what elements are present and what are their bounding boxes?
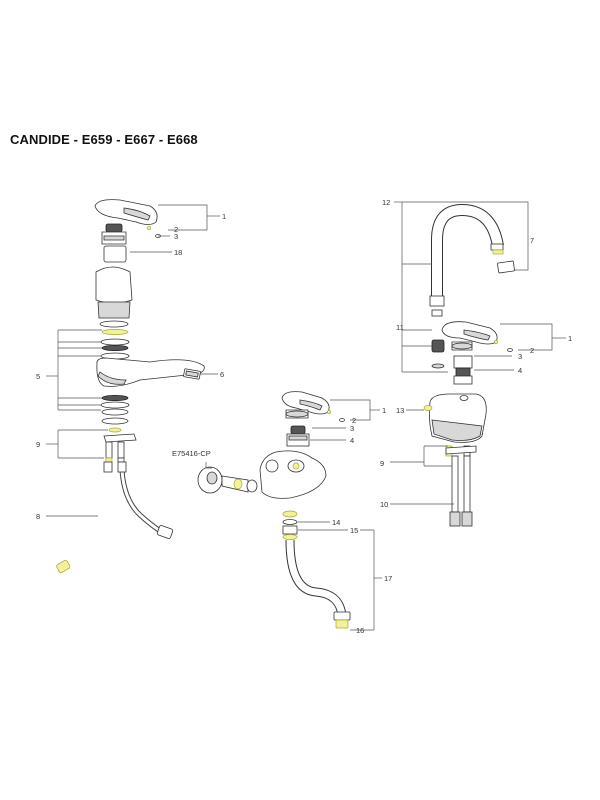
screw-small <box>494 340 498 344</box>
seal-ring <box>282 510 298 518</box>
diagram-title: CANDIDE - E659 - E667 - E668 <box>10 132 198 147</box>
callout-8: 8 <box>36 512 40 521</box>
screw-small <box>146 225 152 231</box>
right-assembly <box>390 201 566 527</box>
left-assembly <box>46 199 220 573</box>
callout-13: 13 <box>396 406 404 415</box>
o-ring <box>101 408 129 416</box>
callout-2: 2 <box>174 225 178 234</box>
nut <box>282 525 298 535</box>
cartridge-head <box>285 409 309 419</box>
callout-labels: 1 2 3 18 5 6 9 8 1 2 3 4 E75416-CP 14 15… <box>36 198 572 635</box>
o-ring-dark <box>101 344 129 351</box>
callout-3: 3 <box>350 424 354 433</box>
callout-7: 7 <box>530 236 534 245</box>
fixing-set <box>445 445 477 457</box>
swan-neck-spout <box>429 203 515 307</box>
callout-4: 4 <box>518 366 522 375</box>
washer <box>431 363 445 369</box>
callout-12: 12 <box>382 198 390 207</box>
cartridge-head <box>431 339 473 353</box>
callout-16: 16 <box>356 626 364 635</box>
s-spout <box>285 539 351 629</box>
cap-small <box>507 348 513 352</box>
seal-ring <box>282 534 298 540</box>
rigid-pipes <box>449 455 473 527</box>
center-assembly <box>197 391 382 631</box>
handle-lever <box>94 199 158 225</box>
seal-ring <box>101 329 129 335</box>
cartridge-body <box>103 245 127 263</box>
callout-2: 2 <box>530 346 534 355</box>
aerator <box>183 368 201 380</box>
callout-9: 9 <box>380 459 384 468</box>
callout-2: 2 <box>352 416 356 425</box>
callout-3: 3 <box>174 232 178 241</box>
callout-11: 11 <box>396 323 404 332</box>
screw-small <box>327 410 331 414</box>
callout-6: 6 <box>220 370 224 379</box>
callout-1: 1 <box>222 212 226 221</box>
callout-10: 10 <box>380 500 388 509</box>
fixing-set <box>101 417 137 463</box>
callout-18: 18 <box>174 248 182 257</box>
callout-14: 14 <box>332 518 340 527</box>
o-ring <box>282 519 298 525</box>
callout-17: 17 <box>384 574 392 583</box>
callout-5: 5 <box>36 372 40 381</box>
flex-hoses <box>56 461 174 573</box>
handle-lever <box>441 321 498 345</box>
o-ring <box>100 401 130 409</box>
callout-9: 9 <box>36 440 40 449</box>
eccentric-connector <box>197 466 258 494</box>
swivel-spout <box>96 357 205 387</box>
spout-ring <box>431 309 443 317</box>
callout-15: 15 <box>350 526 358 535</box>
o-ring-dark <box>101 394 129 401</box>
callout-4: 4 <box>350 436 354 445</box>
model-code: E75416-CP <box>172 449 211 458</box>
callout-3: 3 <box>518 352 522 361</box>
cartridge-head <box>101 223 127 245</box>
cartridge <box>286 425 310 447</box>
wall-mount-body <box>259 450 327 499</box>
mixer-body <box>423 393 487 443</box>
callout-1: 1 <box>382 406 386 415</box>
cap-small <box>339 418 345 422</box>
cartridge <box>453 355 473 385</box>
body-cover <box>95 266 133 328</box>
callout-1: 1 <box>568 334 572 343</box>
o-ring <box>100 338 130 346</box>
